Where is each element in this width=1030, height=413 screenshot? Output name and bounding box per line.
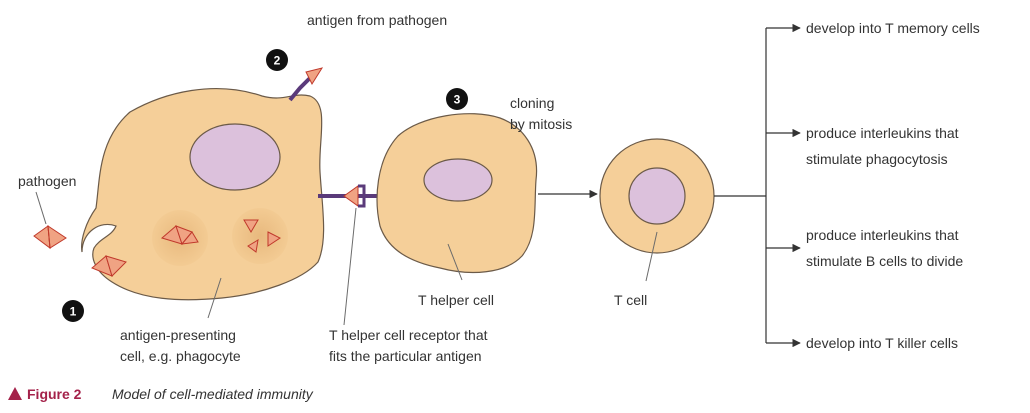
label-apc-line2: cell, e.g. phagocyte: [120, 348, 241, 364]
label-t-helper-cell: T helper cell: [418, 292, 494, 308]
pathogen-free-1: [33, 225, 67, 250]
figure-caption: Figure 2 Model of cell-mediated immunity: [8, 386, 314, 402]
pathogen-free-2: [91, 255, 127, 277]
t-helper-nucleus: [423, 158, 493, 202]
label-receptor-line2: fits the particular antigen: [329, 348, 482, 364]
outcome-b-cells-line2: stimulate B cells to divide: [806, 253, 963, 269]
t-cell: [599, 138, 715, 254]
caption-triangle-icon: [8, 387, 22, 400]
t-helper-cell: [376, 113, 538, 274]
label-cloning-line2: by mitosis: [510, 116, 572, 132]
step-marker-1: 1: [62, 300, 84, 322]
label-pathogen: pathogen: [18, 173, 76, 189]
step-marker-3: 3: [446, 88, 468, 110]
digested-pathogen-left: [160, 225, 199, 246]
label-antigen-from-pathogen: antigen from pathogen: [307, 12, 447, 28]
antigen-fragments-right: [243, 219, 281, 253]
phagocyte-nucleus: [189, 123, 281, 191]
svg-text:1: 1: [70, 305, 77, 319]
outcome-memory-cells: develop into T memory cells: [806, 20, 980, 36]
outcome-phagocytosis-line2: stimulate phagocytosis: [806, 151, 948, 167]
step-marker-2: 2: [266, 49, 288, 71]
outcome-phagocytosis-line1: produce interleukins that: [806, 125, 959, 141]
phagocytic-vacuole-right: [232, 208, 288, 264]
outcome-killer-cells: develop into T killer cells: [806, 335, 958, 351]
svg-text:2: 2: [274, 54, 281, 68]
caption-figure-label: Figure 2: [27, 386, 82, 402]
label-receptor-line1: T helper cell receptor that: [329, 327, 488, 343]
label-cloning-line1: cloning: [510, 95, 554, 111]
presented-antigen-top: [288, 67, 324, 102]
caption-title: Model of cell-mediated immunity: [112, 386, 314, 402]
antigen-presenting-cell: [81, 87, 325, 301]
label-apc-line1: antigen-presenting: [120, 327, 236, 343]
t-cell-nucleus: [628, 167, 686, 225]
outcome-b-cells-line1: produce interleukins that: [806, 227, 959, 243]
svg-text:3: 3: [454, 93, 461, 107]
label-t-cell: T cell: [614, 292, 647, 308]
leader-lines: [35, 191, 658, 326]
t-helper-receptor-antigen-complex: [318, 184, 382, 208]
outcome-branch-arrows: [714, 23, 801, 348]
